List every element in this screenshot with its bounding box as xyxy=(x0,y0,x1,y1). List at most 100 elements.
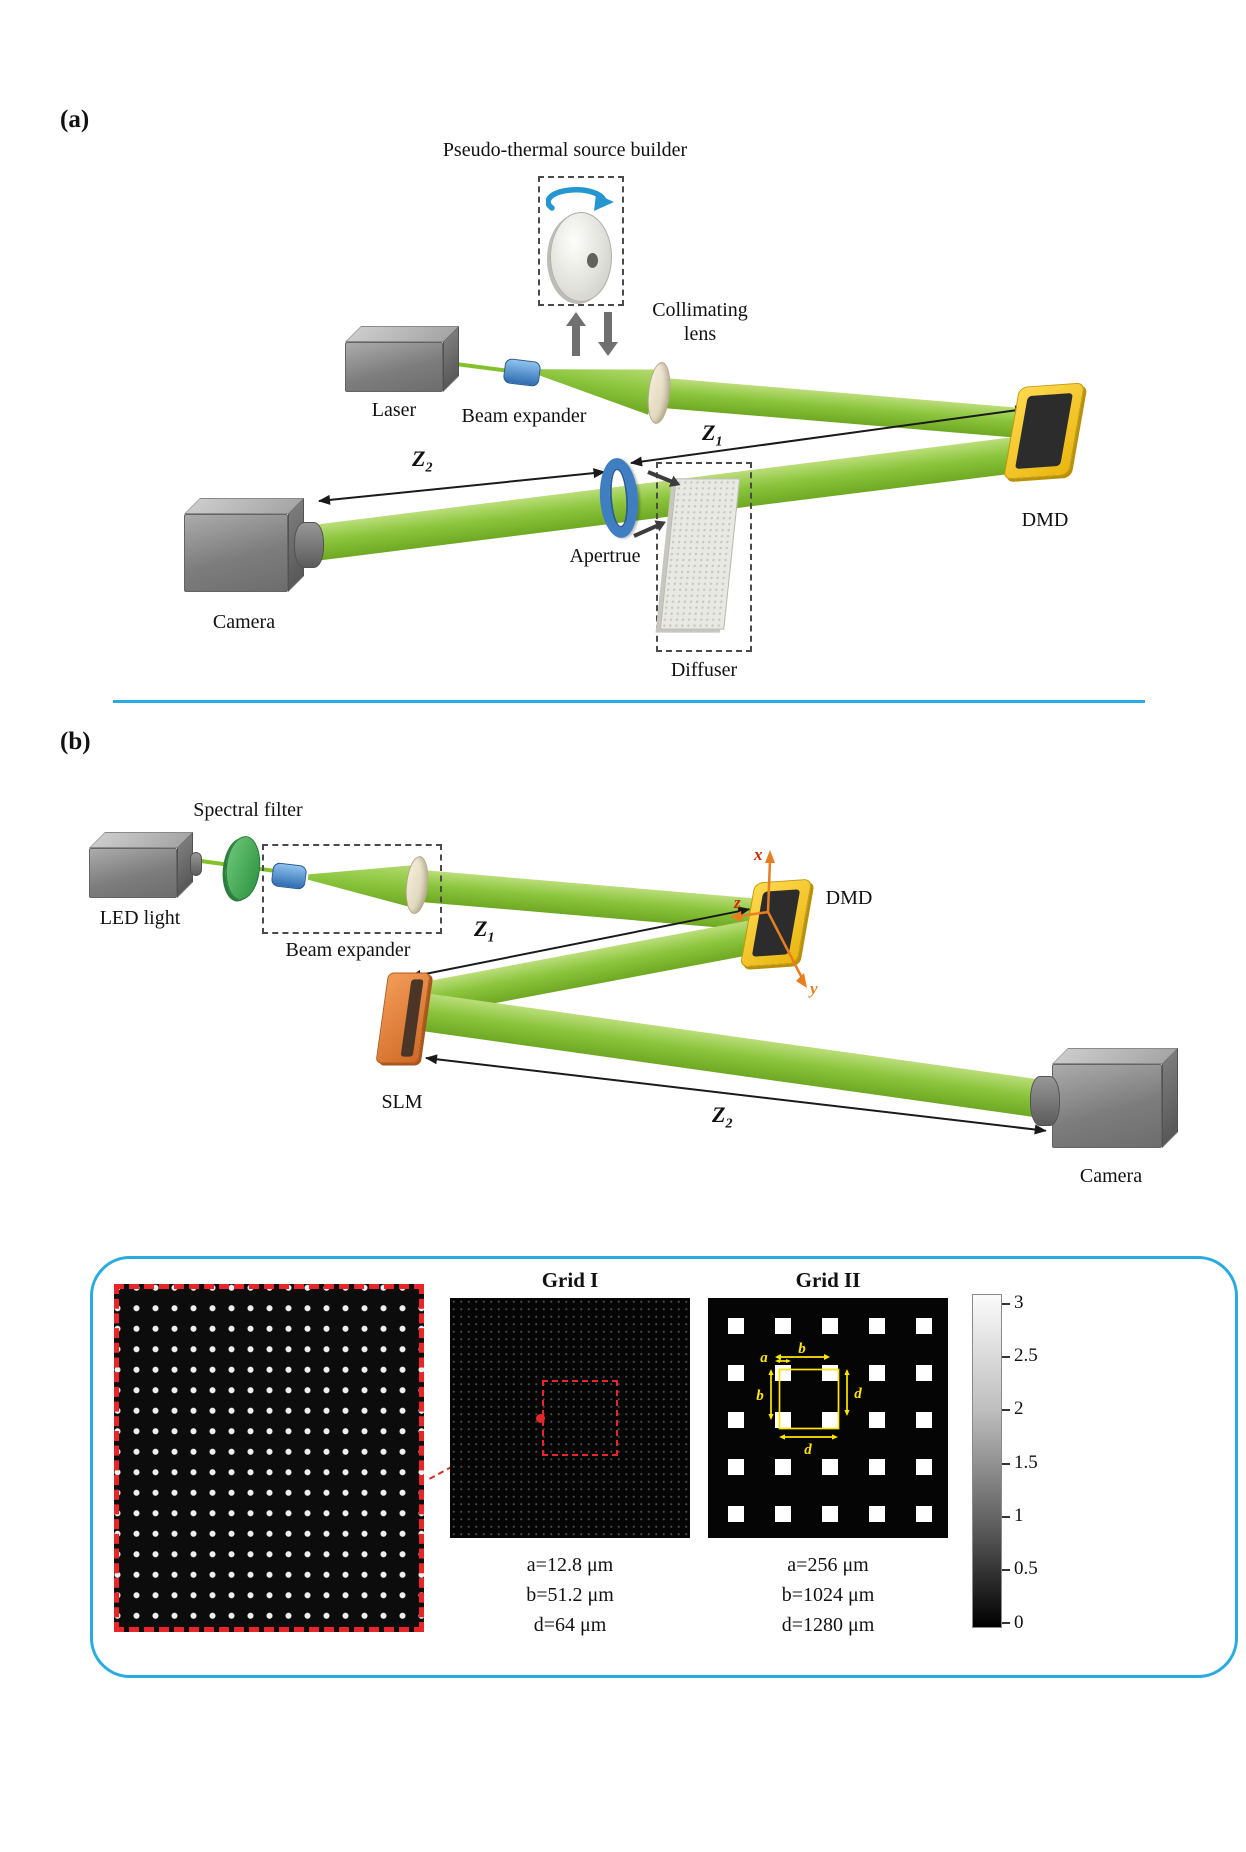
grid2-ann-d-bottom: d xyxy=(804,1442,812,1458)
dmd-a xyxy=(1002,382,1086,480)
diffuser-label: Diffuser xyxy=(670,659,738,681)
colorbar-label-2-5: 2.5 xyxy=(1014,1345,1038,1366)
laser-front-face xyxy=(345,342,443,392)
z2-sub-a: 2 xyxy=(425,460,433,476)
grid2-ann-d-right: d xyxy=(854,1386,862,1402)
up-arrow-icon xyxy=(566,312,586,356)
grid2-annotation-lines xyxy=(770,1356,848,1438)
arrowhead-right-icon xyxy=(1034,1124,1048,1136)
section-separator xyxy=(113,700,1145,703)
colorbar-label-3: 3 xyxy=(1014,1292,1024,1313)
slm-label: SLM xyxy=(381,1091,423,1113)
z2-base-b: Z xyxy=(712,1102,726,1127)
collimating-lens-label: Collimating lens xyxy=(630,298,770,347)
slm xyxy=(375,972,431,1064)
axis-y-label: y xyxy=(808,979,818,998)
colorbar-label-0-5: 0.5 xyxy=(1014,1558,1038,1579)
colorbar-tick xyxy=(1002,1569,1010,1571)
led-snout xyxy=(190,852,202,876)
down-arrow-icon xyxy=(598,312,618,356)
grid2-param-a: a=256 μm xyxy=(787,1554,869,1576)
grid2-ann-b-top: b xyxy=(798,1341,806,1357)
z1-sub-b: 1 xyxy=(487,930,495,946)
aperture xyxy=(597,456,641,540)
grid2-squares xyxy=(728,1318,932,1522)
beam-expander-label-b: Beam expander xyxy=(285,939,411,961)
z1-base-a: Z xyxy=(702,420,716,445)
rotating-ground-glass-disk xyxy=(550,212,612,302)
camera-b-side-face xyxy=(1162,1048,1178,1148)
disk-hole xyxy=(587,253,598,268)
beam-expander-a xyxy=(502,357,542,388)
arrow-stem xyxy=(604,312,612,344)
camera-b-lens-barrel xyxy=(1030,1076,1060,1126)
z2-label-b: Z2 xyxy=(712,1102,732,1132)
grid1-param-b: b=51.2 μm xyxy=(526,1584,614,1606)
z2-base-a: Z xyxy=(412,446,426,471)
grid2-ann-a: a xyxy=(760,1350,768,1366)
slm-face xyxy=(400,979,424,1057)
grid2-annotation-labels: a b b d d xyxy=(756,1341,862,1458)
grid1-title: Grid I xyxy=(541,1268,599,1292)
camera-a-lens-barrel xyxy=(294,522,324,568)
arrow-stem xyxy=(572,324,580,356)
z2-sub-b: 2 xyxy=(725,1116,733,1132)
led-label: LED light xyxy=(99,907,181,929)
grid1-image xyxy=(450,1298,690,1538)
camera-b-box xyxy=(1052,1048,1178,1148)
colorbar-tick xyxy=(1002,1463,1010,1465)
beam-expander-label-a: Beam expander xyxy=(461,405,587,427)
grid1-param-a: a=12.8 μm xyxy=(526,1554,614,1576)
spectral-filter xyxy=(222,834,264,902)
beam-slm-to-camera xyxy=(413,992,1063,1121)
arrowhead-left-icon xyxy=(424,1052,438,1065)
camera-a-box xyxy=(184,498,304,592)
grid2-param-d: d=1280 μm xyxy=(781,1614,875,1636)
axis-x-label: x xyxy=(753,845,763,864)
panel-b-letter: (b) xyxy=(60,728,91,755)
collimating-lens-label-line1: Collimating xyxy=(652,299,748,321)
dmd-axes-icon: x y z xyxy=(730,845,818,998)
dmd-label-b: DMD xyxy=(825,887,873,909)
beam-expander-dashed-box xyxy=(262,844,442,934)
camera-label-a: Camera xyxy=(212,611,276,633)
colorbar-label-1-5: 1.5 xyxy=(1014,1452,1038,1473)
z1-base-b: Z xyxy=(474,916,488,941)
colorbar-tick xyxy=(1002,1516,1010,1518)
grid2-param-b: b=1024 μm xyxy=(781,1584,875,1606)
dmd-label-a: DMD xyxy=(1021,509,1069,531)
laser-box xyxy=(345,326,459,392)
grid1-caption: a=12.8 μm b=51.2 μm d=64 μm xyxy=(450,1550,690,1640)
laser-label: Laser xyxy=(371,399,417,421)
colorbar xyxy=(972,1294,1002,1628)
colorbar-tick xyxy=(1002,1409,1010,1411)
colorbar-tick xyxy=(1002,1356,1010,1358)
arrowhead-left-icon xyxy=(317,494,331,507)
led-front-face xyxy=(89,848,177,898)
z1-label-b: Z1 xyxy=(474,916,494,946)
grid1-zoom-image xyxy=(114,1284,424,1632)
grid1-param-d: d=64 μm xyxy=(533,1614,607,1636)
colorbar-label-1: 1 xyxy=(1014,1505,1024,1526)
colorbar-label-2: 2 xyxy=(1014,1398,1024,1419)
spectral-filter-label: Spectral filter xyxy=(193,799,303,821)
z2-label-a: Z2 xyxy=(412,446,432,476)
source-builder-label: Pseudo-thermal source builder xyxy=(442,139,688,161)
grid2-image: a b b d d xyxy=(708,1298,948,1538)
camera-a-top-face xyxy=(184,498,304,514)
pointer-arrow-icon xyxy=(633,523,659,538)
rotation-arrow-icon xyxy=(546,187,614,211)
grid1-highlight-dot xyxy=(536,1414,545,1423)
camera-b-front-face xyxy=(1052,1064,1162,1148)
grid2-title: Grid II xyxy=(795,1268,861,1292)
arrowhead-left-icon xyxy=(629,456,643,469)
z1-label-a: Z1 xyxy=(702,420,722,450)
source-builder-dashed-box xyxy=(538,176,624,306)
collimating-lens-label-line2: lens xyxy=(683,323,717,346)
colorbar-tick xyxy=(1002,1303,1010,1305)
dmd-a-face xyxy=(1014,392,1074,470)
colorbar-label-0: 0 xyxy=(1014,1612,1024,1633)
led-box xyxy=(89,832,193,898)
grid1-highlight-box xyxy=(542,1380,618,1456)
